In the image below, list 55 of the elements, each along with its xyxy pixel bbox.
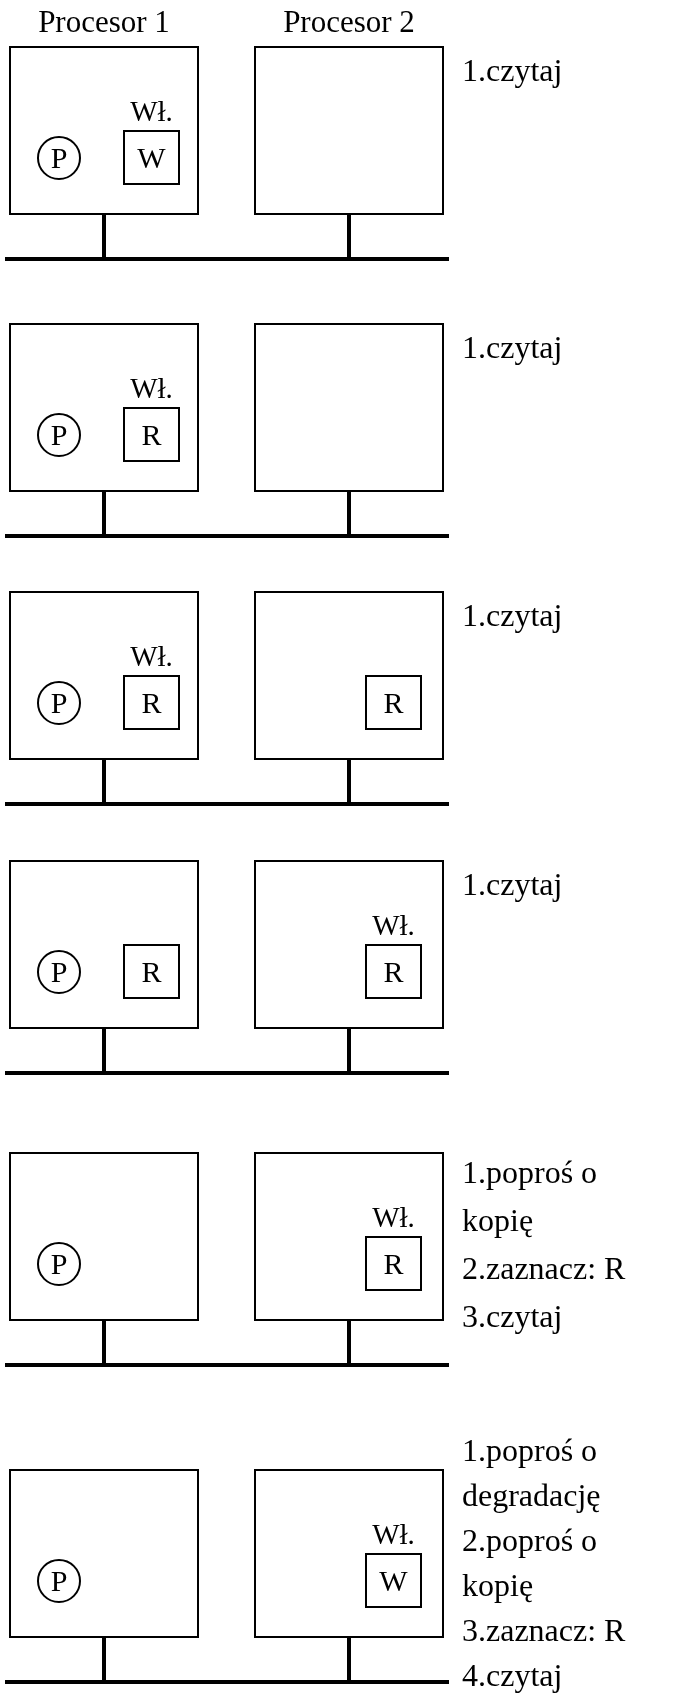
step-note: 2.poproś o kopię xyxy=(462,1521,599,1605)
bus-connector xyxy=(102,215,106,257)
cache-state-box: W xyxy=(123,130,180,185)
step-note: 1.poproś o kopię xyxy=(462,1153,599,1240)
cache-state-box: R xyxy=(123,944,180,999)
cache-state-box: R xyxy=(123,407,180,462)
processor-box xyxy=(9,1469,199,1638)
processor-circle: P xyxy=(37,413,81,457)
step-note: 1.poproś o degradację xyxy=(462,1431,602,1515)
processor-circle: P xyxy=(37,681,81,725)
owner-label: Wł. xyxy=(129,639,174,674)
processor-box xyxy=(9,860,199,1029)
processor-box xyxy=(9,591,199,760)
cache-state-box: R xyxy=(365,944,422,999)
step-note: 3.zaznacz: R xyxy=(462,1611,627,1650)
cache-state-box: W xyxy=(365,1553,422,1608)
owner-label: Wł. xyxy=(129,94,174,129)
processor-box xyxy=(254,860,444,1029)
bus-connector xyxy=(347,215,351,257)
owner-label: Wł. xyxy=(371,1200,416,1235)
processor-heading: Procesor 2 xyxy=(282,3,416,41)
processor-circle: P xyxy=(37,1242,81,1286)
processor-circle: P xyxy=(37,136,81,180)
bus-connector xyxy=(347,1638,351,1680)
bus-connector xyxy=(102,760,106,802)
bus-connector xyxy=(102,1321,106,1363)
processor-box xyxy=(254,1469,444,1638)
processor-box xyxy=(254,591,444,760)
processor-box xyxy=(9,323,199,492)
processor-circle: P xyxy=(37,950,81,994)
processor-box xyxy=(254,323,444,492)
step-note: 1.czytaj xyxy=(462,596,564,635)
cache-state-box: R xyxy=(365,675,422,730)
processor-box xyxy=(9,1152,199,1321)
owner-label: Wł. xyxy=(371,1517,416,1552)
step-note: 2.zaznacz: R xyxy=(462,1249,627,1288)
processor-box xyxy=(254,1152,444,1321)
owner-label: Wł. xyxy=(129,371,174,406)
bus-connector xyxy=(347,492,351,534)
bus-connector xyxy=(102,1638,106,1680)
owner-label: Wł. xyxy=(371,908,416,943)
bus-connector xyxy=(102,1029,106,1071)
step-note: 4.czytaj xyxy=(462,1656,564,1695)
processor-heading: Procesor 1 xyxy=(37,3,171,41)
bus-connector xyxy=(102,492,106,534)
step-note: 1.czytaj xyxy=(462,328,564,367)
step-note: 3.czytaj xyxy=(462,1297,564,1336)
step-note: 1.czytaj xyxy=(462,51,564,90)
bus-connector xyxy=(347,1029,351,1071)
cache-state-box: R xyxy=(123,675,180,730)
processor-circle: P xyxy=(37,1559,81,1603)
bus-connector xyxy=(347,1321,351,1363)
bus-connector xyxy=(347,760,351,802)
step-note: 1.czytaj xyxy=(462,865,564,904)
cache-state-box: R xyxy=(365,1236,422,1291)
